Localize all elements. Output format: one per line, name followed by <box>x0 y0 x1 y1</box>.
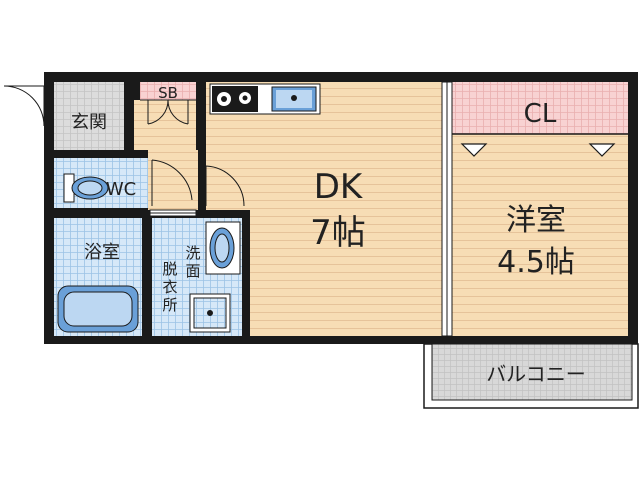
entrance-label: 玄関 <box>71 112 107 133</box>
changing-label-1: 脱 <box>162 260 177 278</box>
washroom-label-2: 面 <box>185 262 200 280</box>
wash-basin-icon <box>205 221 241 275</box>
toilet-icon <box>63 173 109 203</box>
washroom-door-icon <box>149 209 197 217</box>
shoebox-door-icon <box>140 99 196 125</box>
bathtub-icon <box>57 285 139 333</box>
hall-floor <box>134 100 196 150</box>
closet-floor <box>452 82 628 134</box>
entrance-floor <box>54 82 124 150</box>
washroom-label-1: 洗 <box>185 244 200 262</box>
western-room-label: 洋室 <box>506 203 566 238</box>
shoebox-area <box>140 82 196 100</box>
shoebox-label: SB <box>158 84 178 102</box>
western-room-size-label: 4.5帖 <box>497 245 575 280</box>
kitchen-counter <box>209 83 321 115</box>
balcony-label: バルコニー <box>486 362 586 386</box>
hall-lower-floor <box>148 150 198 210</box>
dk-label: DK <box>314 167 364 207</box>
closet-doors <box>452 133 628 157</box>
closet-label: CL <box>524 99 557 129</box>
entrance-door-icon <box>3 85 45 127</box>
wc-label: WC <box>106 179 136 200</box>
wc-door-icon <box>151 159 193 206</box>
changing-label-3: 所 <box>162 296 177 314</box>
dk-size-label: 7帖 <box>310 213 366 253</box>
changing-label-2: 衣 <box>162 278 177 296</box>
washing-machine-pan-icon <box>189 293 231 333</box>
dk-door-icon <box>205 165 245 207</box>
bathroom-label: 浴室 <box>84 242 120 263</box>
